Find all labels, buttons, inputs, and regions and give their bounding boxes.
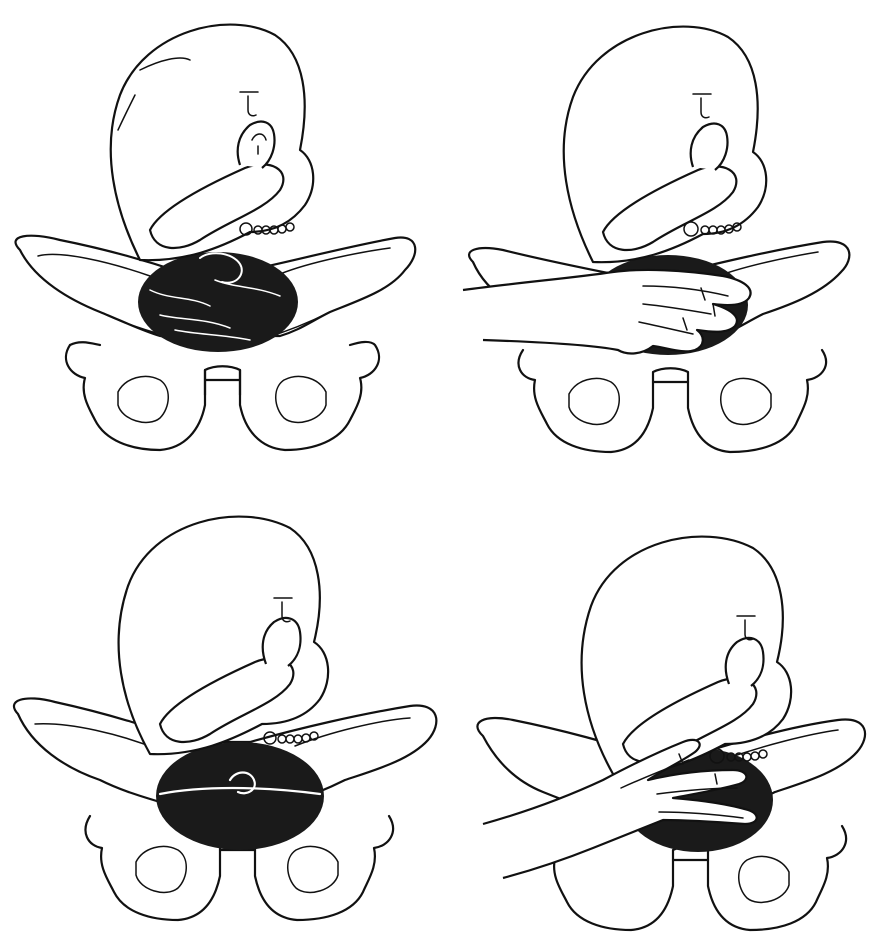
panel-top-left	[0, 0, 443, 474]
panel-bottom-right	[443, 474, 886, 948]
fetal-head	[156, 742, 324, 850]
pelvis-lower-outline	[66, 342, 379, 450]
umbilical-beads	[264, 732, 318, 744]
panel-top-right	[443, 0, 886, 474]
panel-bottom-right-drawing	[443, 474, 886, 948]
fetal-head	[138, 252, 298, 352]
panel-top-left-drawing	[0, 0, 443, 474]
panel-bottom-left-drawing	[0, 474, 443, 948]
panel-bottom-left	[0, 474, 443, 948]
panel-top-right-drawing	[443, 0, 886, 474]
